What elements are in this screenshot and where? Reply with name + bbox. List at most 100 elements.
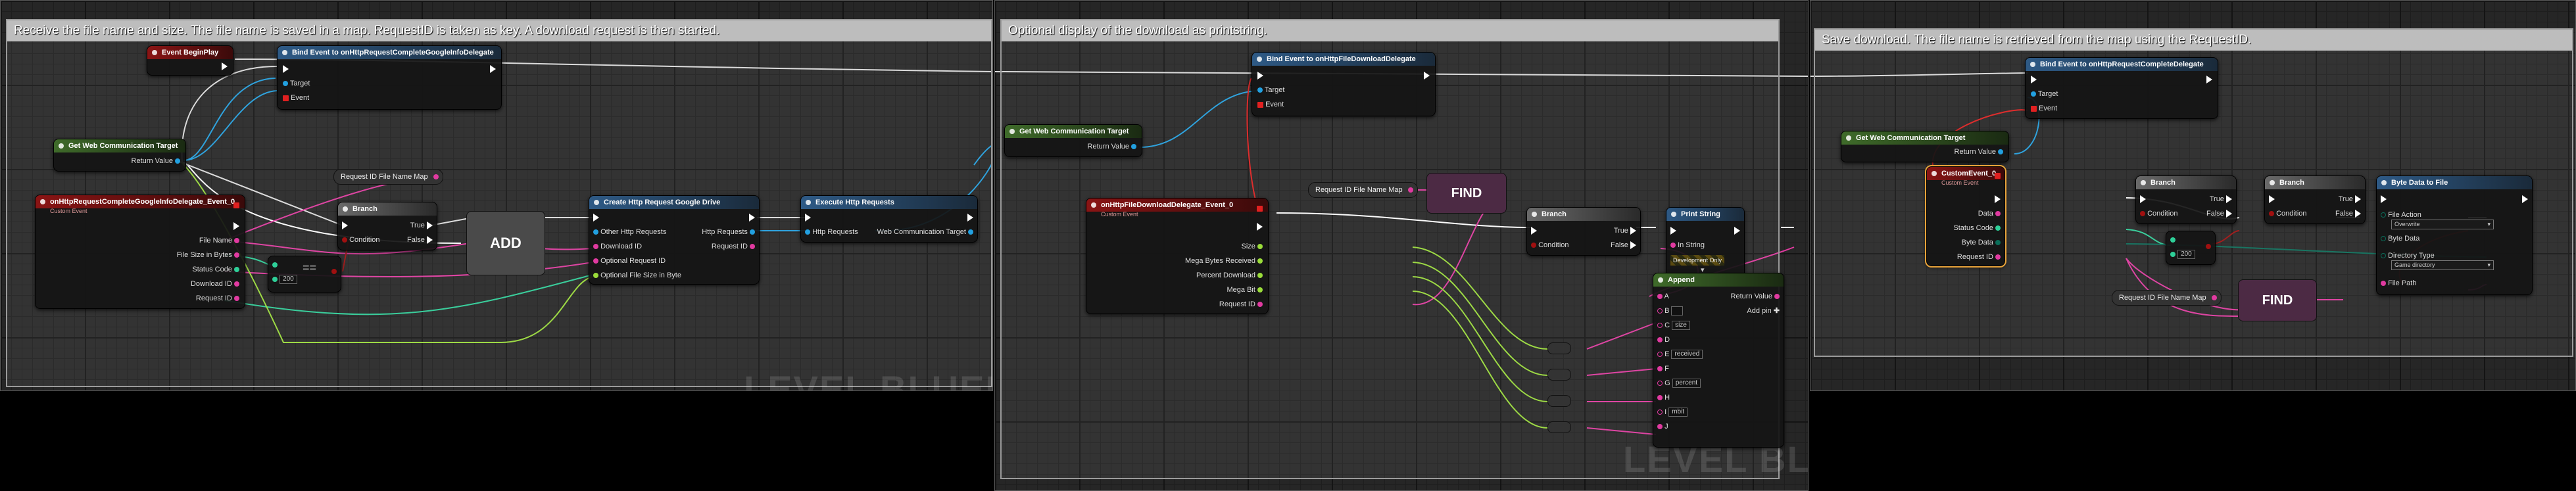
request-id-pin[interactable]: Request ID [196, 294, 239, 303]
exec-in-pin[interactable] [1257, 71, 1263, 80]
branch-node-2[interactable]: Branch True Condition False [2264, 175, 2366, 224]
web-target-pin[interactable]: Web Communication Target [877, 227, 973, 237]
chevron-down-icon[interactable]: ▾ [1701, 266, 1705, 274]
add-node[interactable]: ADD [466, 211, 545, 275]
percent-download-pin[interactable]: Percent Download [1196, 271, 1263, 280]
condition-pin[interactable]: Condition [2140, 209, 2178, 218]
optional-request-id-pin[interactable]: Optional Request ID [593, 256, 666, 266]
exec-out-pin[interactable] [2206, 75, 2212, 84]
exec-in-pin[interactable] [2381, 195, 2387, 204]
file-name-pin[interactable]: File Name [199, 236, 239, 245]
branch-node[interactable]: Branch True Condition False [1526, 207, 1641, 256]
exec-out-pin[interactable] [1995, 195, 2001, 204]
exec-in-pin[interactable] [2269, 195, 2275, 204]
delegate-out-pin[interactable] [1995, 171, 2001, 180]
data-pin[interactable]: Data [1978, 209, 2001, 218]
custom-event-node[interactable]: CustomEvent_0 Custom Event Data Status C… [1925, 165, 2006, 268]
exec-out-pin[interactable] [1424, 71, 1430, 80]
return-value-pin[interactable]: Return Value [132, 156, 180, 166]
append-pin-d[interactable]: D [1657, 335, 1670, 344]
value-field[interactable]: size [1672, 321, 1690, 331]
mega-bytes-received-pin[interactable]: Mega Bytes Received [1185, 256, 1263, 266]
size-pin[interactable]: Size [1242, 242, 1263, 251]
event-beginplay-node[interactable]: Event BeginPlay [147, 45, 233, 76]
true-pin[interactable]: True [410, 221, 433, 230]
false-pin[interactable]: False [2206, 209, 2232, 218]
target-pin[interactable]: Target [1257, 85, 1284, 95]
graph-panel-1[interactable]: Receive the file name and size. The file… [0, 0, 993, 391]
input-b-pin[interactable]: 200 [2170, 250, 2195, 260]
equal-compare-node[interactable]: 200 [2166, 231, 2216, 265]
exec-in-pin[interactable] [593, 213, 599, 222]
condition-pin[interactable]: Condition [1531, 241, 1569, 250]
equal-compare-node[interactable]: 200 == [268, 256, 341, 292]
status-code-pin[interactable]: Status Code [1953, 223, 2001, 233]
exec-out-pin[interactable] [1734, 226, 1740, 235]
optional-file-size-pin[interactable]: Optional File Size in Byte [593, 271, 681, 280]
target-pin[interactable]: Target [2031, 89, 2058, 99]
true-pin[interactable]: True [1614, 226, 1636, 235]
delegate-out-pin[interactable] [233, 200, 239, 210]
value-field[interactable]: 200 [2177, 250, 2195, 260]
input-a-pin[interactable] [2170, 235, 2175, 245]
false-pin[interactable]: False [407, 235, 433, 245]
exec-in-pin[interactable] [283, 64, 289, 74]
append-pin-a[interactable]: A [1657, 292, 1669, 301]
exec-in-pin[interactable] [2031, 75, 2037, 84]
http-requests-out-pin[interactable]: Http Requests [702, 227, 755, 237]
float-to-string-conversion[interactable] [1547, 395, 1571, 407]
directory-type-pin[interactable]: Directory Type [2381, 251, 2435, 260]
exec-out-pin[interactable] [490, 64, 496, 74]
value-field[interactable]: mbit [1668, 408, 1688, 417]
event-pin[interactable]: Event [283, 93, 309, 103]
exec-in-pin[interactable] [1670, 226, 1676, 235]
custom-event-google-node[interactable]: onHttpRequestCompleteGoogleInfoDelegate_… [35, 195, 245, 309]
float-to-string-conversion[interactable] [1547, 421, 1571, 433]
value-field[interactable]: 200 [279, 275, 297, 285]
file-path-pin[interactable]: File Path [2381, 279, 2416, 288]
value-field[interactable] [1671, 306, 1684, 316]
value-field[interactable]: received [1671, 350, 1703, 360]
append-pin-g[interactable]: G percent [1657, 379, 1701, 388]
add-pin-button[interactable]: Add pin ✚ [1747, 307, 1780, 315]
find-node[interactable]: FIND [1426, 173, 1507, 214]
status-code-pin[interactable]: Status Code [192, 265, 239, 274]
exec-in-pin[interactable] [1531, 226, 1537, 235]
request-id-pin[interactable]: Request ID [1957, 252, 2001, 262]
download-id-pin[interactable]: Download ID [593, 242, 642, 251]
branch-node-1[interactable]: Branch True Condition False [2135, 175, 2237, 224]
exec-in-pin[interactable] [805, 213, 811, 222]
event-pin[interactable]: Event [1257, 100, 1284, 109]
file-action-select[interactable]: Overwrite [2391, 220, 2494, 229]
append-pin-f[interactable]: F [1657, 364, 1669, 373]
value-field[interactable]: percent [1672, 379, 1701, 388]
request-id-file-name-map-var[interactable]: Request ID File Name Map [1308, 182, 1418, 198]
return-value-pin[interactable]: Return Value [1088, 142, 1136, 151]
input-b-pin[interactable]: 200 [272, 275, 297, 285]
input-a-pin[interactable] [272, 260, 278, 269]
directory-type-select[interactable]: Game directory [2391, 260, 2494, 270]
false-pin[interactable]: False [1611, 241, 1636, 250]
false-pin[interactable]: False [2335, 209, 2361, 218]
http-requests-pin[interactable]: Http Requests [805, 227, 858, 237]
bind-event-complete-node[interactable]: Bind Event to onHttpRequestCompleteDeleg… [2025, 57, 2218, 119]
exec-out-pin[interactable] [1257, 222, 1263, 231]
bind-event-download-node[interactable]: Bind Event to onHttpFileDownloadDelegate… [1252, 52, 1436, 116]
condition-pin[interactable]: Condition [342, 235, 380, 245]
bool-out-pin[interactable] [2206, 242, 2211, 251]
file-action-pin[interactable]: File Action [2381, 210, 2421, 220]
download-id-pin[interactable]: Download ID [191, 279, 239, 289]
get-web-communication-target-node[interactable]: Get Web Communication Target Return Valu… [1841, 131, 2009, 162]
file-size-pin[interactable]: File Size in Bytes [177, 250, 239, 260]
condition-pin[interactable]: Condition [2269, 209, 2307, 218]
delegate-out-pin[interactable] [1257, 204, 1263, 213]
append-pin-j[interactable]: J [1657, 422, 1668, 431]
exec-in-pin[interactable] [2140, 195, 2146, 204]
bind-event-google-node[interactable]: Bind Event to onHttpRequestCompleteGoogl… [277, 45, 502, 110]
custom-event-download-node[interactable]: onHttpFileDownloadDelegate_Event_0 Custo… [1086, 198, 1269, 314]
byte-data-pin[interactable]: Byte Data [1962, 238, 2001, 247]
bool-out-pin[interactable] [331, 267, 337, 276]
graph-panel-3[interactable]: Save download. The file name is retrieve… [1810, 0, 2576, 391]
target-pin[interactable]: Target [283, 79, 310, 88]
execute-http-requests-node[interactable]: Execute Http Requests Http Requests Web … [800, 195, 978, 243]
